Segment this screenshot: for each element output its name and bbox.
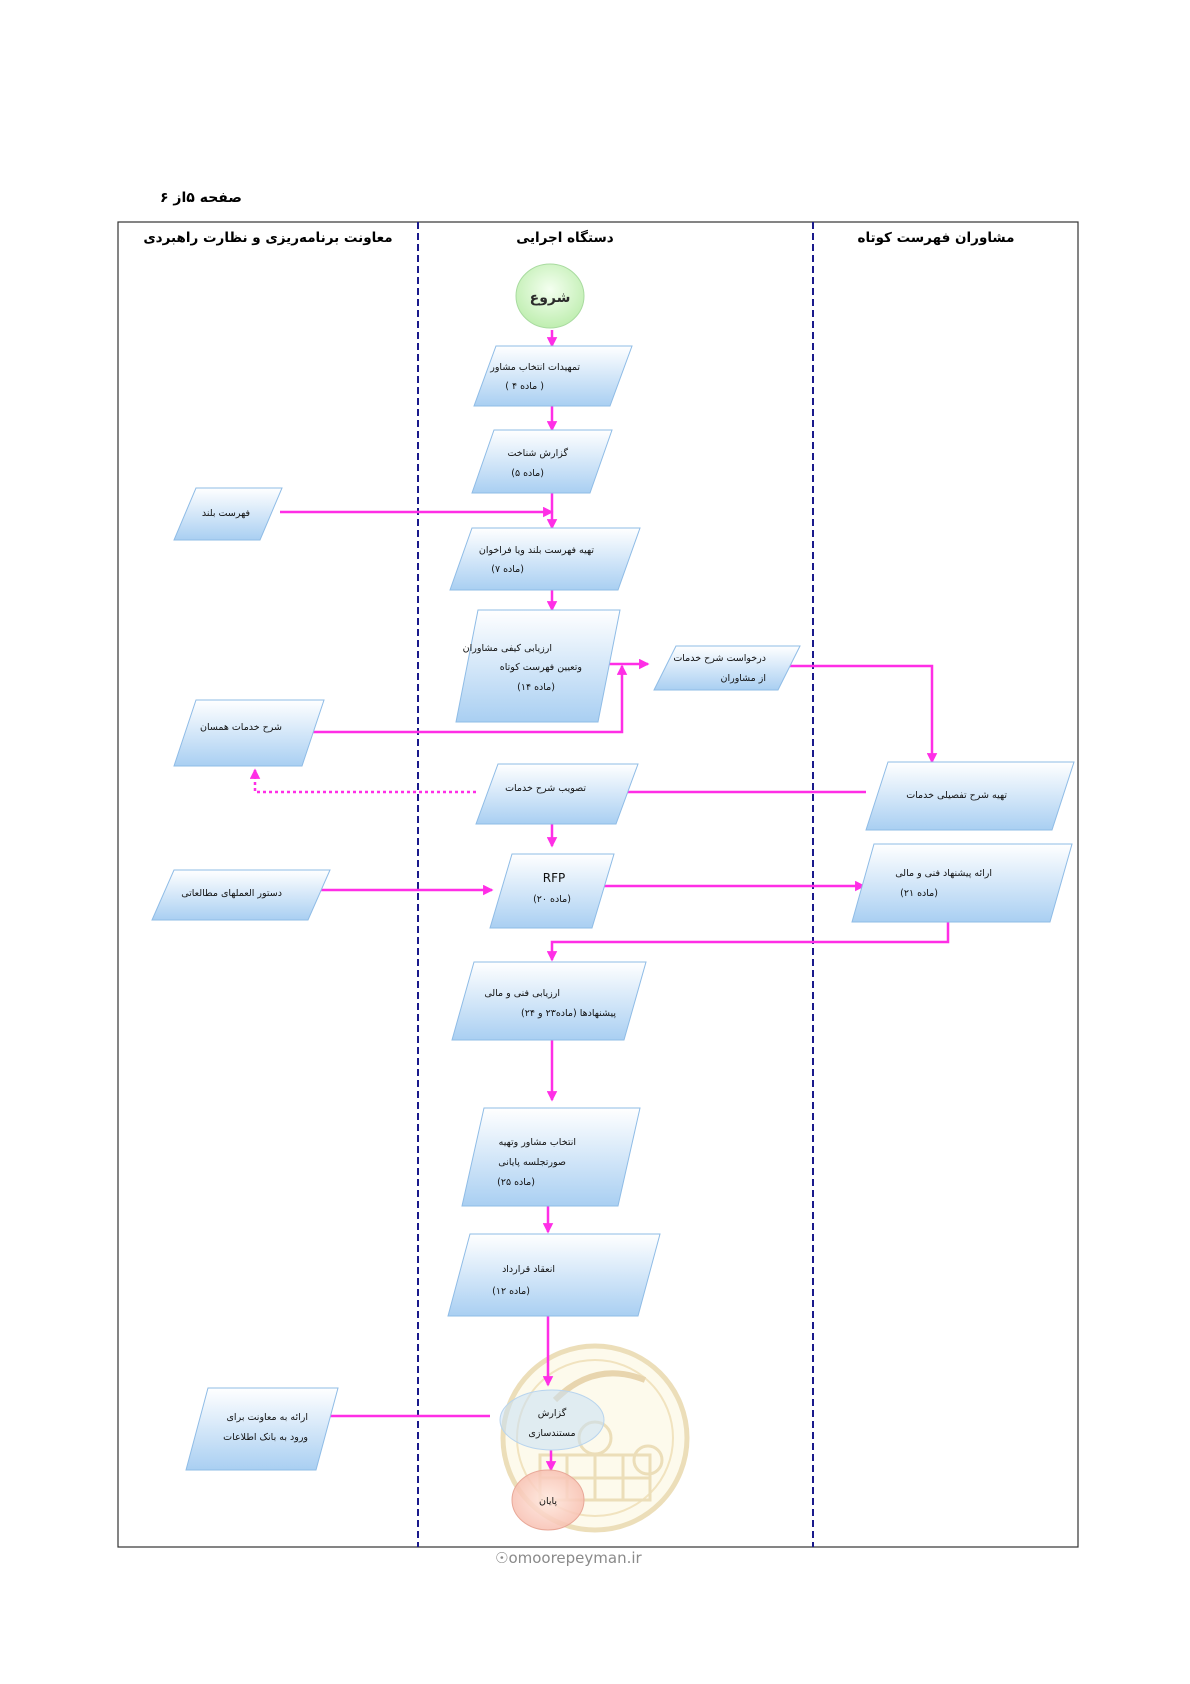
node-long-list: فهرست بلند [173,487,283,541]
node-documentation-report: گزارش مستندسازی [499,1389,605,1451]
node-long-list-or-call: تهیه فهرست بلند ویا فراخوان (ماده ۷) [449,527,641,591]
svg-text:ورود به بانک اطلاعات: ورود به بانک اطلاعات [223,1432,308,1443]
svg-text:تصویب شرح خدمات: تصویب شرح خدمات [505,783,586,794]
svg-text:(ماده ۱۴): (ماده ۱۴) [517,682,555,693]
svg-text:(ماده ۱۲): (ماده ۱۲) [492,1286,530,1297]
arrow-proposal-eval [546,922,950,962]
start-node: شروع [515,263,585,329]
node-detailed-tor: تهیه شرح تفصیلی خدمات [865,761,1075,831]
node-submit-to-deputy: ارائه به معاونت برای ورود به بانک اطلاعا… [185,1387,339,1471]
node-rfp: RFP (ماده ۲۰) [489,853,615,929]
lane-header-left: معاونت برنامه‌ریزی و نظارت راهبردی [143,230,392,246]
svg-text:از مشاوران: از مشاوران [721,673,767,684]
svg-text:درخواست شرح خدمات: درخواست شرح خدمات [673,653,766,664]
svg-text:پایان: پایان [539,1496,557,1507]
svg-text:مستندسازی: مستندسازی [528,1428,575,1439]
svg-text:(ماده ۵): (ماده ۵) [511,468,544,479]
svg-text:انعقاد قرارداد: انعقاد قرارداد [502,1264,555,1275]
connectors [249,330,950,1472]
arrow-request-detailed [780,664,938,764]
svg-text:تهیه شرح تفصیلی خدمات: تهیه شرح تفصیلی خدمات [906,790,1007,801]
lane-header-middle: دستگاه اجرایی [516,229,613,246]
node-tech-financial-eval: ارزیابی فنی و مالی پیشنهادها (ماده۲۳ و ۲… [451,961,647,1041]
svg-text:انتخاب مشاور وتهیه: انتخاب مشاور وتهیه [499,1137,576,1148]
node-contract-signing: انعقاد قرارداد (ماده ۱۲) [447,1233,661,1317]
svg-text:صورتجلسه پایانی: صورتجلسه پایانی [498,1157,566,1168]
node-recognition-report: گزارش شناخت (ماده ۵) [471,429,613,494]
node-peer-tor: شرح خدمات همسان [173,699,325,767]
svg-text:شروع: شروع [530,290,571,306]
svg-text:گزارش: گزارش [538,1407,567,1419]
svg-text:ارزیابی کیفی مشاوران: ارزیابی کیفی مشاوران [463,643,552,654]
svg-text:(ماده ۲۱): (ماده ۲۱) [900,888,938,899]
svg-text:ارائه به معاونت برای: ارائه به معاونت برای [227,1412,309,1423]
svg-text:فهرست بلند: فهرست بلند [202,508,250,519]
node-study-manuals: دستور العملهای مطالعاتی [151,869,331,921]
svg-text:(ماده ۷): (ماده ۷) [491,564,524,575]
arrow-peer-n4 [302,664,628,734]
svg-text:دستور العملهای مطالعاتی: دستور العملهای مطالعاتی [181,888,282,899]
svg-text:ارزیابی فنی و مالی: ارزیابی فنی و مالی [484,988,560,999]
svg-text:پیشنهادها (ماده۲۳ و ۲۴): پیشنهادها (ماده۲۳ و ۲۴) [521,1008,616,1019]
node-tech-financial-proposal: ارائه پیشنهاد فنی و مالی (ماده ۲۱) [851,843,1073,923]
svg-text:شرح خدمات همسان: شرح خدمات همسان [200,722,282,733]
svg-text:وتعیین فهرست کوتاه: وتعیین فهرست کوتاه [500,662,582,673]
svg-text:گزارش شناخت: گزارش شناخت [507,447,568,459]
svg-text:تهیه فهرست بلند ویا فراخوان: تهیه فهرست بلند ویا فراخوان [479,545,594,556]
node-consultant-selection-minutes: انتخاب مشاور وتهیه صورتجلسه پایانی (ماده… [461,1107,641,1207]
watermark-site: omoorepeyman.ir [508,1549,642,1567]
svg-text:RFP: RFP [543,871,565,885]
end-node: پایان [511,1469,585,1531]
svg-text:ارائه پیشنهاد فنی و مالی: ارائه پیشنهاد فنی و مالی [895,868,992,879]
arrow-approval-peer [249,768,476,794]
diagram-frame [117,221,1079,1548]
node-quality-eval-shortlist: ارزیابی کیفی مشاوران وتعیین فهرست کوتاه … [455,609,621,723]
lane-header-right: مشاوران فهرست کوتاه [857,230,1014,246]
node-consultant-selection-prep: تمهیدات انتخاب مشاور ( ماده ۴ ) [473,345,633,407]
svg-text:(ماده ۲۰): (ماده ۲۰) [533,894,571,905]
svg-text:(ماده ۲۵): (ماده ۲۵) [497,1177,535,1188]
svg-text:تمهیدات انتخاب مشاور: تمهیدات انتخاب مشاور [489,362,580,373]
node-request-tor: درخواست شرح خدمات از مشاوران [653,645,801,691]
node-tor-approval: تصویب شرح خدمات [475,763,639,825]
page-number: صفحه ۵از ۶ [160,190,242,206]
svg-text:( ماده ۴ ): ( ماده ۴ ) [505,381,544,392]
watermark-url: ☉omoorepeyman.ir [495,1549,642,1567]
globe-icon: ☉ [495,1549,509,1567]
